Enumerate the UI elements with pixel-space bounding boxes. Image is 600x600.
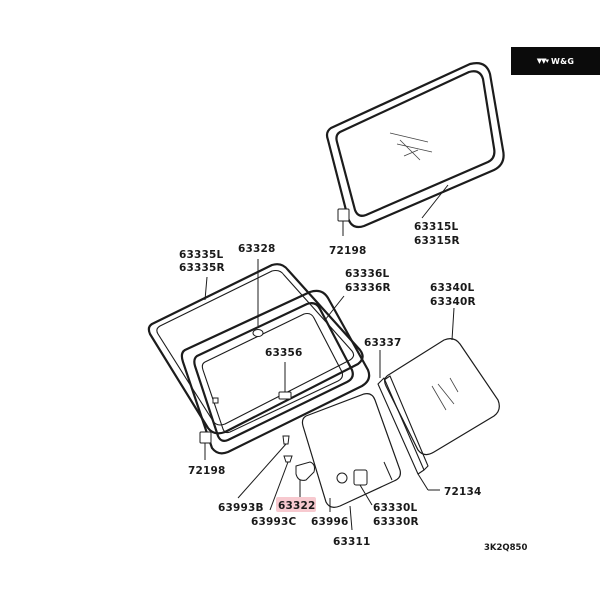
fastener-63328: [252, 259, 264, 337]
label-63315R: 63315R: [414, 235, 460, 247]
window-frame-63336: [180, 289, 371, 455]
fastener-63356: [278, 362, 292, 400]
label-63330R: 63330R: [373, 516, 419, 528]
label-63335L: 63335L: [179, 249, 224, 261]
weatherstrip-63335: [147, 263, 364, 435]
brand-badge: ▼▼▾ W&G: [511, 47, 600, 75]
label-63993B: 63993B: [218, 502, 264, 514]
label-72198-lower: 72198: [188, 465, 226, 477]
label-63340R: 63340R: [430, 296, 476, 308]
label-63336L: 63336L: [345, 268, 390, 280]
brand-text: W&G: [551, 56, 575, 66]
label-63996: 63996: [311, 516, 349, 528]
latch-63322: [295, 461, 315, 498]
fastener-frame-small: [212, 397, 219, 404]
label-63322: 63322: [278, 500, 316, 512]
label-63336R: 63336R: [345, 282, 391, 294]
label-72198-upper: 72198: [329, 245, 367, 257]
clip-72198-upper: [337, 208, 350, 236]
bolt-63993B: [237, 435, 290, 499]
label-63315L: 63315L: [414, 221, 459, 233]
wg-logo-icon: ▼▼▾: [536, 57, 549, 65]
glass-63311: [301, 393, 401, 508]
clip-72198-lower: [199, 431, 212, 460]
glass-63340: [384, 307, 500, 456]
bolt-63993C: [269, 455, 293, 511]
label-63328: 63328: [238, 243, 276, 255]
label-63337: 63337: [364, 337, 402, 349]
channel-63337: [377, 350, 440, 491]
highlight-63322: [276, 497, 316, 512]
label-63340L: 63340L: [430, 282, 475, 294]
label-63330L: 63330L: [373, 502, 418, 514]
label-72134: 72134: [444, 486, 482, 498]
quarter-window-upper: [325, 62, 505, 229]
diagram-reference: 3K2Q850: [484, 543, 527, 553]
latch-63330: [336, 469, 373, 506]
label-63356: 63356: [265, 347, 303, 359]
label-63335R: 63335R: [179, 262, 225, 274]
label-63311: 63311: [333, 536, 371, 548]
leader-63311: [349, 505, 353, 531]
label-63993C: 63993C: [251, 516, 297, 528]
